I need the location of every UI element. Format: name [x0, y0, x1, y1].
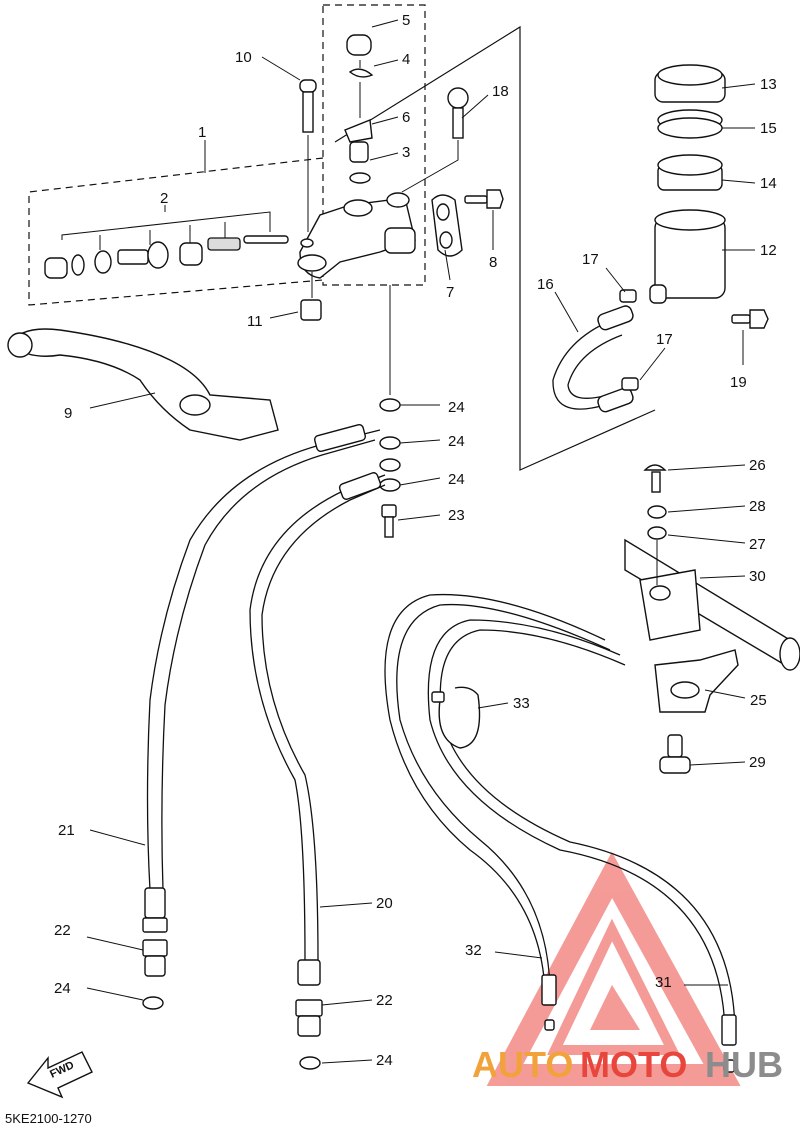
- diagram-code: 5KE2100-1270: [5, 1111, 92, 1126]
- cable-clamp: [431, 686, 481, 749]
- piston-kit: [44, 235, 289, 279]
- callout-label: 22: [376, 992, 393, 1009]
- watermark-text-auto: AUTO: [472, 1044, 573, 1085]
- callout-label: 32: [465, 942, 482, 959]
- small-fittings: [299, 34, 469, 321]
- callout-label: 29: [749, 754, 766, 771]
- callout-label: 6: [402, 109, 410, 126]
- watermark-wordmark: AUTO MOTO HUB: [472, 1044, 783, 1085]
- callout-label: 2: [160, 190, 168, 207]
- assembly-outline-1: [28, 4, 656, 471]
- brake-hoses: [142, 424, 386, 1070]
- callout-label: 25: [750, 692, 767, 709]
- callout-label: 24: [448, 399, 465, 416]
- callout-label: 26: [749, 457, 766, 474]
- callout-label: 12: [760, 242, 777, 259]
- callout-label: 30: [749, 568, 766, 585]
- watermark-text-hub: HUB: [705, 1044, 783, 1085]
- callout-label: 8: [489, 254, 497, 271]
- callout-label: 7: [446, 284, 454, 301]
- callout-label: 17: [656, 331, 673, 348]
- callout-label: 27: [749, 536, 766, 553]
- callout-label: 21: [58, 822, 75, 839]
- callout-label: 13: [760, 76, 777, 93]
- callout-label: 31: [655, 974, 672, 991]
- callout-label: 9: [64, 405, 72, 422]
- callout-labels: 1 2 3 4 5 6 7 8 9 10 11 12 13 14 15 16 1…: [54, 12, 777, 1069]
- callout-label: 19: [730, 374, 747, 391]
- reservoir-hose: [552, 289, 639, 413]
- callout-label: 10: [235, 49, 252, 66]
- callout-label: 24: [376, 1052, 393, 1069]
- reservoir-assembly: [649, 64, 769, 329]
- watermark-text-moto: MOTO: [580, 1044, 687, 1085]
- callout-label: 24: [54, 980, 71, 997]
- callout-label: 3: [402, 144, 410, 161]
- watermark-logo: [486, 851, 741, 1086]
- clutch-lever: [7, 328, 279, 441]
- master-cylinder-body: [297, 192, 416, 279]
- callout-label: 1: [198, 124, 206, 141]
- callout-label: 17: [582, 251, 599, 268]
- callout-label: 23: [448, 507, 465, 524]
- fwd-arrow: FWD: [26, 1051, 93, 1099]
- callout-label: 28: [749, 498, 766, 515]
- throttle-housing: [624, 464, 800, 774]
- callout-label: 16: [537, 276, 554, 293]
- bracket-clamp: [431, 189, 504, 257]
- callout-label: 24: [448, 433, 465, 450]
- banjo-washers: [379, 285, 401, 538]
- callout-label: 11: [247, 313, 263, 330]
- callout-label: 24: [448, 471, 465, 488]
- callout-label: 33: [513, 695, 530, 712]
- callout-label: 14: [760, 175, 777, 192]
- callout-label: 22: [54, 922, 71, 939]
- callout-label: 15: [760, 120, 777, 137]
- throttle-cables: [384, 593, 737, 1073]
- callout-label: 20: [376, 895, 393, 912]
- callout-label: 5: [402, 12, 410, 29]
- callout-label: 4: [402, 51, 410, 68]
- callout-label: 18: [492, 83, 509, 100]
